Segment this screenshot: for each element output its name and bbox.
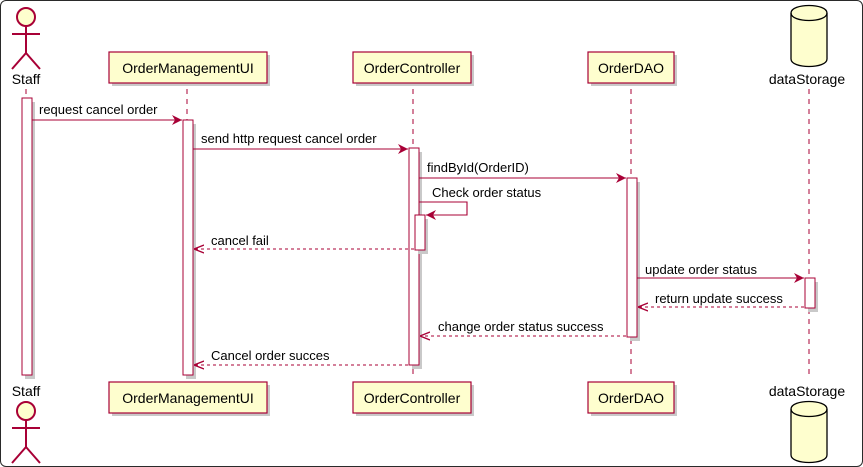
activation-staff xyxy=(21,97,35,379)
svg-text:return update success: return update success xyxy=(655,291,783,306)
participant-order-controller-bottom: OrderController xyxy=(352,381,474,416)
activation-data-storage xyxy=(804,277,818,312)
activation-order-management-ui xyxy=(182,119,196,379)
svg-text:change order status success: change order status success xyxy=(438,319,604,334)
svg-text:send http request cancel order: send http request cancel order xyxy=(201,131,377,146)
database-data-storage-top: dataStorage xyxy=(769,4,845,87)
participant-order-management-ui-bottom: OrderManagementUI xyxy=(108,381,270,416)
database-icon xyxy=(790,4,828,68)
svg-text:findById(OrderID): findById(OrderID) xyxy=(427,160,529,175)
message-send-http-request-cancel-order: send http request cancel order xyxy=(193,131,408,154)
participant-order-controller-top: OrderController xyxy=(352,51,474,86)
database-icon xyxy=(790,400,828,464)
svg-text:OrderController: OrderController xyxy=(364,390,461,406)
svg-text:cancel fail: cancel fail xyxy=(211,233,269,248)
svg-text:OrderDAO: OrderDAO xyxy=(598,60,664,76)
svg-text:OrderController: OrderController xyxy=(364,60,461,76)
message-find-by-id: findById(OrderID) xyxy=(419,160,626,183)
participant-label-data-storage-bottom: dataStorage xyxy=(769,383,845,399)
message-check-order-status: Check order status xyxy=(419,185,542,220)
participant-label-staff-top: Staff xyxy=(12,71,41,87)
svg-text:OrderManagementUI: OrderManagementUI xyxy=(122,390,254,406)
svg-text:update order status: update order status xyxy=(645,262,758,277)
participant-order-management-ui-top: OrderManagementUI xyxy=(108,51,270,86)
actor-staff-bottom: Staff xyxy=(11,383,41,464)
message-cancel-fail: cancel fail xyxy=(194,233,414,249)
actor-head-icon xyxy=(16,7,36,27)
activation-order-controller-nested xyxy=(414,214,428,254)
participant-order-dao-top: OrderDAO xyxy=(587,51,677,86)
activation-order-controller xyxy=(408,147,422,369)
svg-text:OrderManagementUI: OrderManagementUI xyxy=(122,60,254,76)
actor-staff-top: Staff xyxy=(11,7,41,87)
svg-text:OrderDAO: OrderDAO xyxy=(598,390,664,406)
activation-order-dao xyxy=(626,177,640,341)
message-change-order-status-success: change order status success xyxy=(420,319,626,336)
message-return-update-success: return update success xyxy=(638,291,804,307)
svg-text:Check order status: Check order status xyxy=(432,185,542,200)
message-request-cancel-order: request cancel order xyxy=(32,102,182,125)
participant-order-dao-bottom: OrderDAO xyxy=(587,381,677,416)
svg-text:Cancel order succes: Cancel order succes xyxy=(211,348,330,363)
database-data-storage-bottom: dataStorage xyxy=(769,383,845,464)
participant-label-data-storage-top: dataStorage xyxy=(769,71,845,87)
message-update-order-status: update order status xyxy=(637,262,804,283)
participant-label-staff-bottom: Staff xyxy=(12,383,41,399)
message-cancel-order-succes: Cancel order succes xyxy=(194,348,408,365)
actor-head-icon xyxy=(16,401,36,421)
svg-text:request cancel order: request cancel order xyxy=(39,102,158,117)
